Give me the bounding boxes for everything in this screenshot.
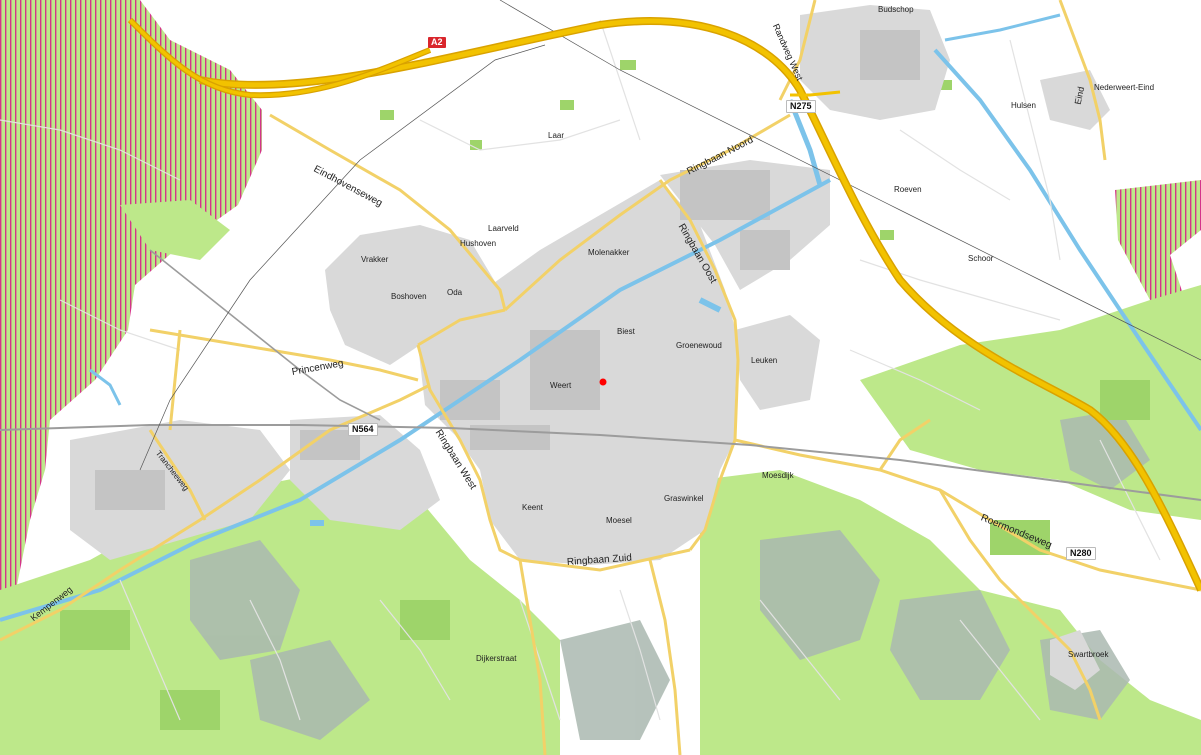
urban-blocks: [95, 30, 920, 510]
place-label-groenewoud: Groenewoud: [676, 341, 722, 350]
place-label-graswinkel: Graswinkel: [664, 494, 704, 503]
place-label-schoor: Schoor: [968, 254, 994, 263]
place-label-dijkerstraat: Dijkerstraat: [476, 654, 517, 663]
place-label-boshoven: Boshoven: [391, 292, 427, 301]
heath-areas: [190, 410, 1150, 740]
place-label-nederweert-eind: Nederweert-Eind: [1094, 83, 1155, 92]
survey-lines: [139, 0, 1201, 471]
place-label-hushoven: Hushoven: [460, 239, 497, 248]
pond: [310, 520, 324, 526]
location-marker: [599, 378, 607, 386]
water-features: [0, 13, 1201, 622]
place-label-keent: Keent: [522, 503, 543, 512]
place-label-moesdijk: Moesdijk: [762, 471, 794, 480]
place-label-biest: Biest: [617, 327, 635, 336]
shield-a2: A2: [428, 37, 446, 48]
place-label-budschop: Budschop: [878, 5, 914, 14]
place-label-roeven: Roeven: [894, 185, 922, 194]
shield-n280: N280: [1066, 547, 1096, 560]
place-label-laar: Laar: [548, 131, 565, 140]
motorway-a2: [127, 17, 1201, 592]
shield-n564: N564: [348, 423, 378, 436]
place-label-leuken: Leuken: [751, 356, 778, 365]
forest-dark-patches: [60, 60, 1150, 730]
nature-reserve-west: [0, 0, 262, 640]
place-label-hulsen: Hulsen: [1011, 101, 1036, 110]
place-label-vrakker: Vrakker: [361, 255, 389, 264]
place-label-oda: Oda: [447, 288, 463, 297]
shield-n275: N275: [786, 100, 816, 113]
place-label-moesel: Moesel: [606, 516, 632, 525]
place-label-swartbroek: Swartbroek: [1068, 650, 1109, 659]
railway: [0, 249, 1201, 501]
minor-roads: [0, 19, 1161, 721]
place-label-molenakker: Molenakker: [588, 248, 630, 257]
place-label-laarveld: Laarveld: [488, 224, 519, 233]
place-label-weert: Weert: [550, 381, 572, 390]
